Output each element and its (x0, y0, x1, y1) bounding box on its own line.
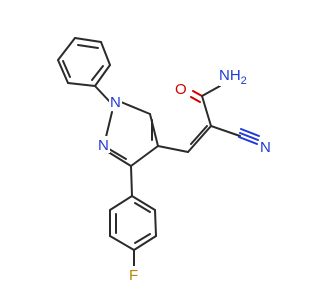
atom-labels: N N O NH2 N F (97, 66, 273, 284)
bond (120, 101, 151, 115)
bond-c-cn (210, 125, 241, 137)
nitrile-nitrogen-label: N (260, 139, 271, 156)
pyrazole-n1-label: N (110, 94, 121, 111)
carbonyl-oxygen-label: O (175, 81, 187, 98)
pyrazole-ring (104, 101, 159, 167)
label-bg (97, 136, 110, 153)
bond (131, 195, 156, 211)
bond-inner (108, 148, 127, 160)
bond (109, 235, 135, 251)
bond-inner (134, 233, 151, 244)
fluorine-label: F (129, 267, 138, 284)
molecule-canvas: N N O NH2 N F (57, 37, 273, 284)
acrylamide-chain (157, 85, 260, 153)
label-bg (174, 80, 188, 97)
bond (109, 195, 133, 211)
bond-phenyl-n1 (94, 85, 111, 103)
bond-triple (240, 128, 260, 137)
bond-inner (134, 202, 151, 213)
bond (57, 37, 76, 61)
bond (94, 64, 111, 87)
bond (154, 209, 157, 237)
label-bg (259, 138, 273, 155)
bond (133, 235, 157, 251)
phenyl-ring (57, 37, 111, 87)
bond-co (190, 96, 201, 103)
bond (100, 41, 111, 66)
bond (130, 145, 159, 167)
bond-inner (62, 60, 71, 78)
bond-inner (190, 125, 208, 145)
bond-triple (238, 136, 258, 145)
bond-c-n (201, 85, 221, 97)
bond-inner (91, 65, 104, 81)
bond (74, 37, 102, 43)
structure-diagram: N N O NH2 N F (57, 37, 273, 284)
fluorophenyl-ring (109, 195, 157, 251)
bond (57, 59, 69, 84)
label-bg (128, 266, 140, 283)
label-bg (219, 66, 251, 86)
bond (157, 145, 189, 153)
pyrazole-n2-label: N (98, 137, 109, 154)
label-bg (109, 93, 122, 110)
bond-pyrazole-aryl (130, 165, 133, 197)
bond-c-carbonyl (201, 95, 212, 127)
bond (67, 82, 96, 87)
bond-co (192, 90, 203, 97)
bond (187, 125, 212, 153)
bond-inner (77, 44, 99, 49)
bond-triple (239, 132, 259, 141)
amide-nitrogen-label: NH2 (219, 67, 247, 87)
